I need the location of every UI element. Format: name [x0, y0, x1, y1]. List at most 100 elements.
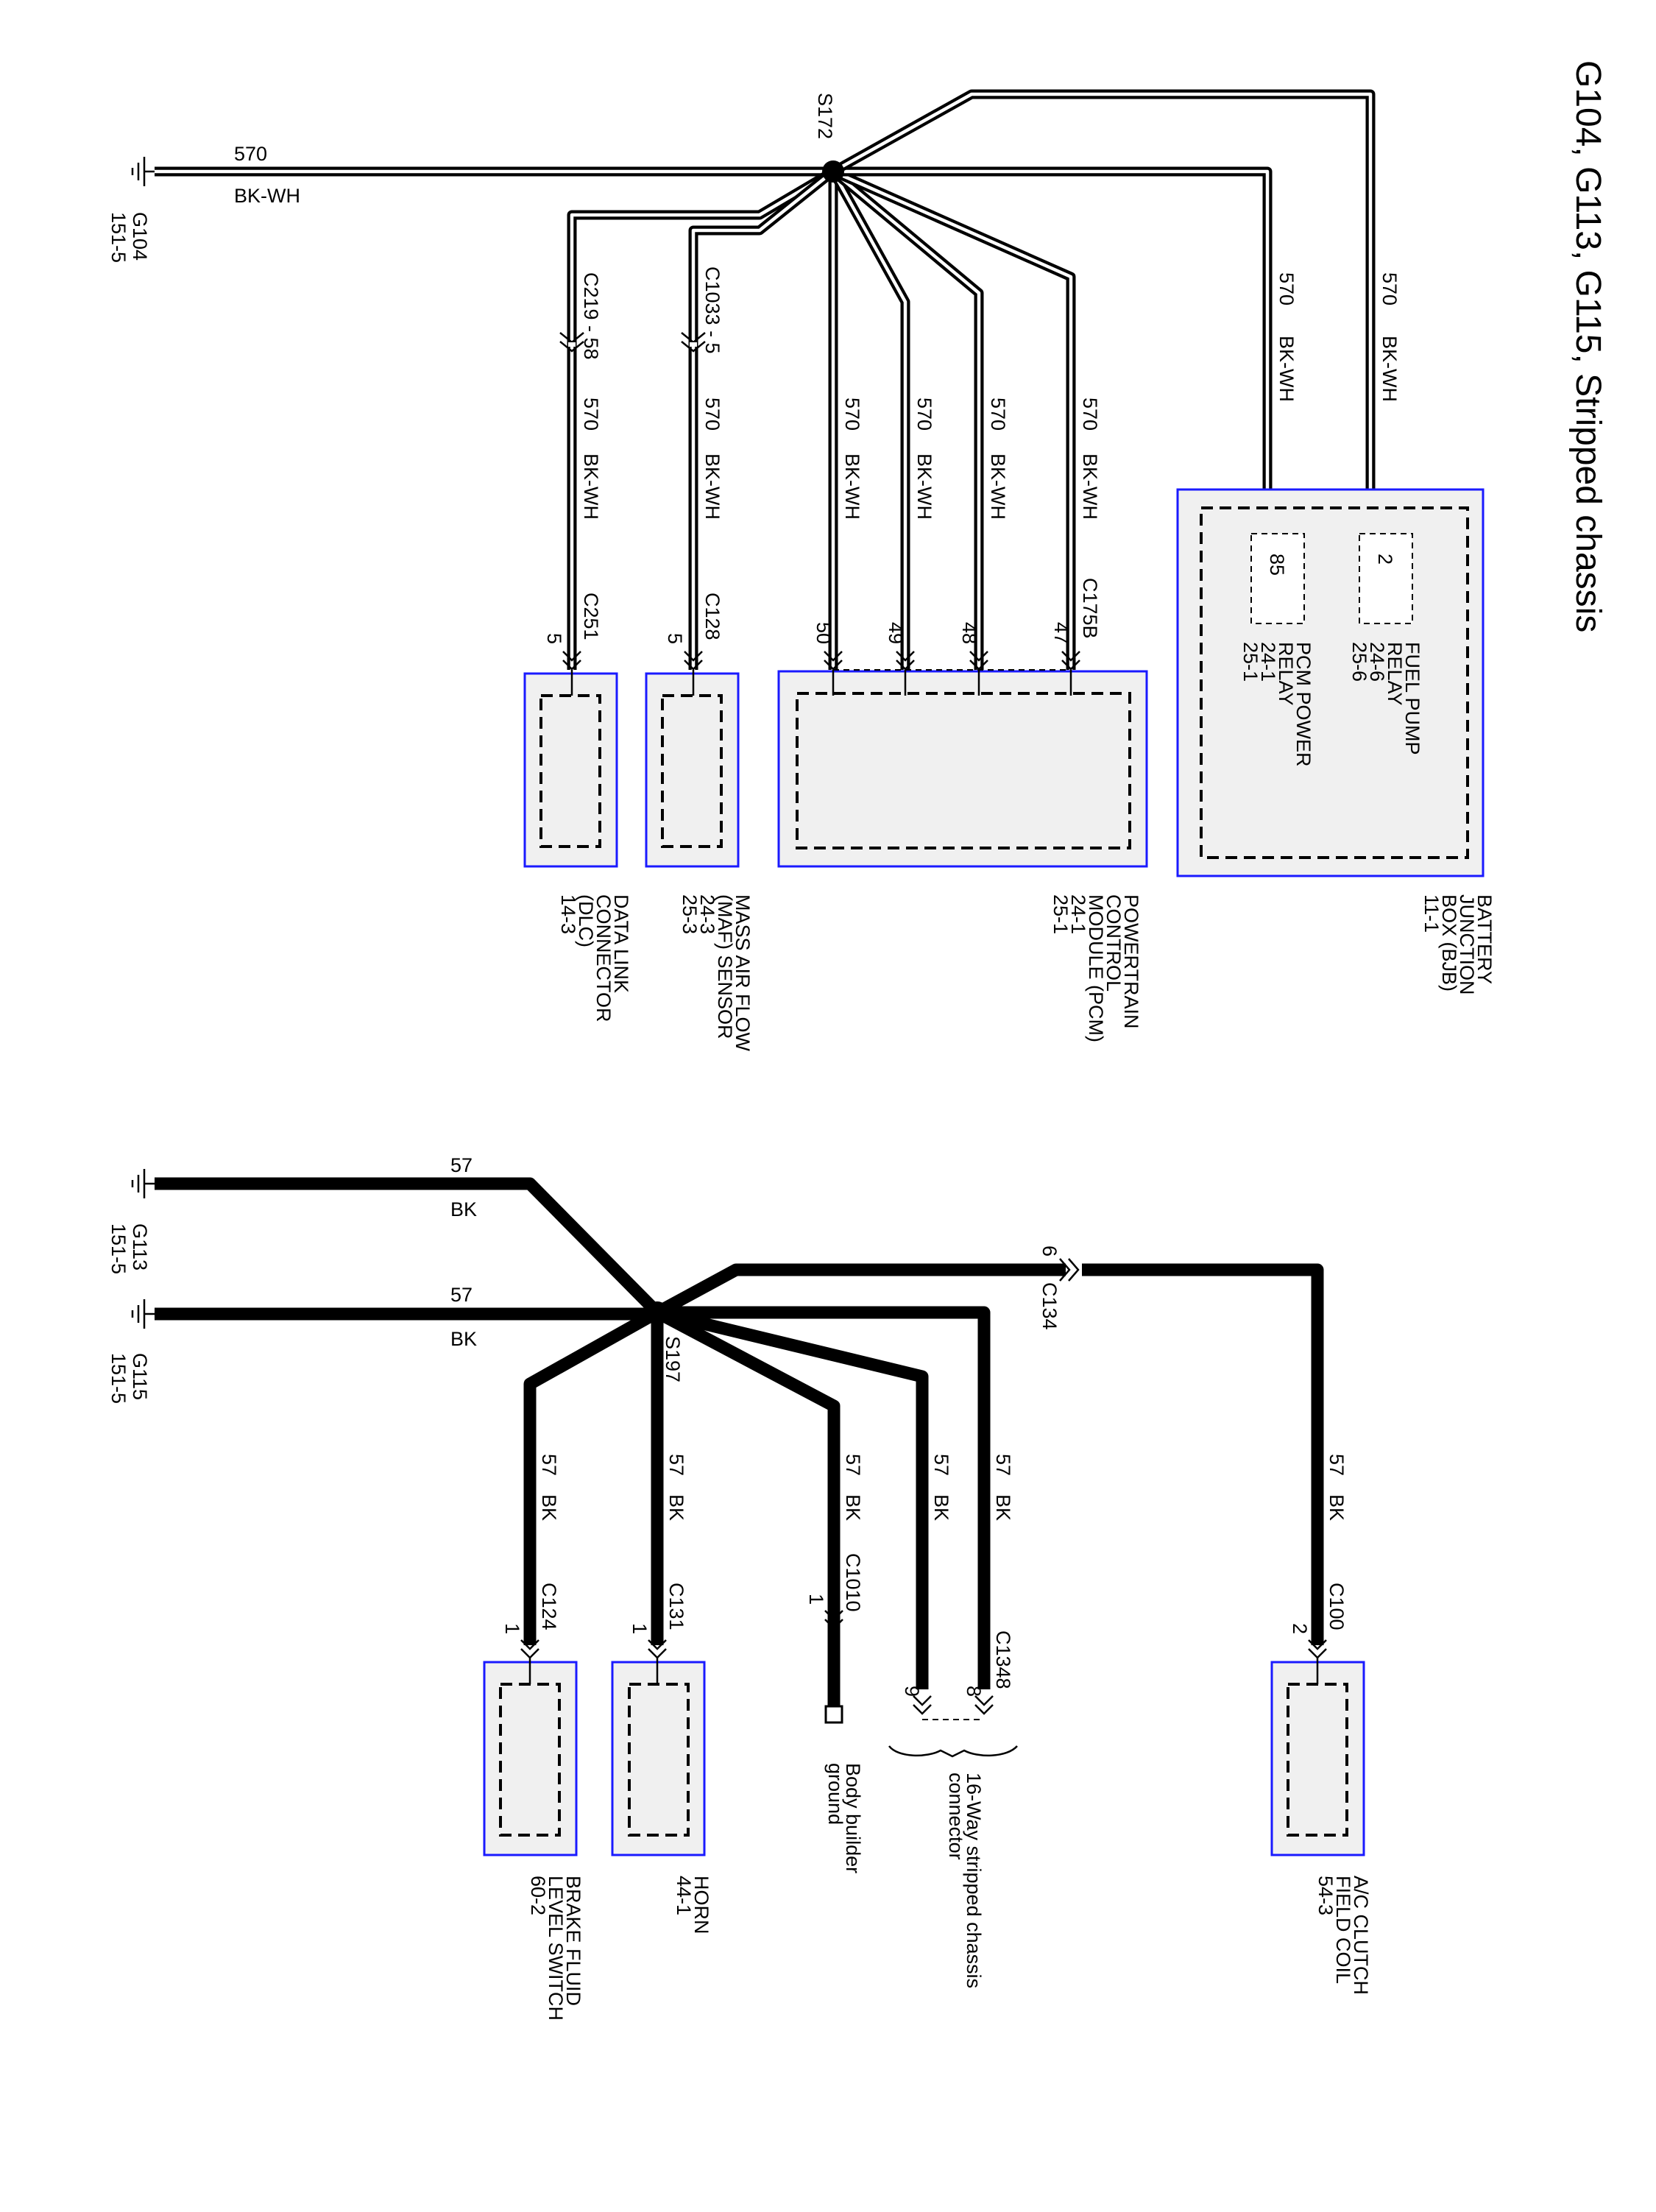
ground-label: G113 [129, 1223, 151, 1271]
splice-label: S172 [814, 93, 836, 139]
pcm-pin-label: 49 [885, 622, 907, 644]
maf-connector-label: C128 [701, 593, 723, 640]
bjb-name-line-4: 11-1 [1420, 894, 1443, 933]
pcm-power-relay-line-4: 25-1 [1239, 642, 1262, 682]
ground-page-ref: 151-5 [107, 212, 130, 263]
mass-air-flow-sensor [645, 670, 740, 868]
brake-name-line-1: BRAKE FLUID [562, 1876, 584, 2006]
battery-junction-box: 85 2 PCM POWER RELAY 24-1 25-1 FUEL PUMP… [1176, 488, 1485, 877]
ground-symbol-icon [131, 1169, 155, 1198]
horn-pin-label: 1 [629, 1623, 651, 1634]
bjb-pin-85-label: 85 [1266, 554, 1288, 576]
wire-color-label: BK-WH [1379, 336, 1401, 402]
wire-color-label: BK-WH [580, 453, 602, 520]
brake-pin-label: 1 [501, 1623, 523, 1634]
pcm-connector-label: C175B [1079, 578, 1101, 639]
brace-icon [888, 1745, 1018, 1758]
pcm-power-relay-line-3: 24-1 [1257, 642, 1279, 682]
inline-connector-c1033: C1033 - 5 [701, 266, 723, 354]
splice-s197 [646, 1301, 668, 1324]
horn-name-line-2: 44-1 [673, 1876, 695, 1915]
fuel-pump-relay-line-3: 24-6 [1366, 642, 1388, 682]
wire-color-label: BK-WH [841, 453, 863, 520]
brake-name-line-3: 60-2 [527, 1876, 549, 1915]
inline-connector-icon [681, 332, 706, 353]
inline-connector-icon [1059, 1258, 1080, 1282]
ac-name-line-1: A/C CLUTCH [1350, 1876, 1372, 1995]
wire-circuit-label: 57 [992, 1454, 1014, 1476]
pcm-name-line-1: POWERTRAIN [1120, 894, 1142, 1029]
pcm-power-relay-line-2: RELAY [1275, 642, 1297, 706]
dlc-name-line-2: CONNECTOR [592, 894, 615, 1022]
wire-color-label: BK-WH [987, 453, 1009, 520]
wire-circuit-label: 570 [841, 397, 863, 431]
connector-pin-icon [824, 1610, 843, 1630]
body-ground-terminal-icon [824, 1705, 843, 1724]
horn [611, 1658, 706, 1856]
wire-color-label: BK [1326, 1494, 1348, 1521]
bjb-name-line-1: BATTERY [1473, 894, 1496, 984]
fuel-pump-relay-line-2: RELAY [1384, 642, 1406, 706]
connector-pin-icon [562, 651, 581, 671]
connector-pin-icon [684, 651, 703, 671]
ground-page-ref: 151-5 [107, 1353, 130, 1404]
wire-circuit-label: 570 [580, 397, 602, 431]
splice-label: S197 [662, 1336, 684, 1382]
stripped-pin-label: 9 [901, 1686, 923, 1697]
wire-circuit-label: 57 [665, 1454, 687, 1476]
bjb-name-line-2: JUNCTION [1456, 894, 1478, 995]
wire-color-label: BK-WH [1079, 453, 1101, 520]
ac-clutch-field-coil [1270, 1658, 1365, 1856]
wire-color-label: BK [930, 1494, 952, 1521]
wire-circuit-label: 57 [1326, 1454, 1348, 1476]
bjb-name-line-3: BOX (BJB) [1438, 894, 1460, 992]
wire-circuit-label: 570 [1379, 272, 1401, 305]
ground-wire-circuit: 57 [450, 1284, 473, 1306]
wire-circuit-label: 570 [913, 397, 935, 431]
fuel-pump-relay-line-4: 25-6 [1348, 642, 1370, 682]
wire-circuit-label: 57 [538, 1454, 560, 1476]
ground-wire-color: BK-WH [234, 185, 300, 207]
body-name-line-2: ground [824, 1763, 846, 1825]
c134-pin-label: 6 [1038, 1245, 1061, 1257]
stripped-connector-label: C1348 [992, 1630, 1014, 1689]
pcm-pin-label: 50 [813, 622, 835, 644]
inline-connector-c219: C219 - 58 [580, 272, 602, 360]
wire-color-label: BK [665, 1494, 687, 1521]
dlc-pin-label: 5 [543, 633, 565, 644]
wire-circuit-label: 570 [1079, 397, 1101, 431]
ac-name-line-3: 54-3 [1314, 1876, 1337, 1915]
connector-pin-icon [824, 651, 1080, 671]
pcm-name-line-5: 25-1 [1050, 894, 1072, 934]
dlc-name-line-4: 14-3 [557, 894, 579, 934]
ground-page-ref: 151-5 [107, 1223, 130, 1274]
wire-circuit-label: 57 [842, 1454, 864, 1476]
lower-circuit: G113 151-5 G115 151-5 S197 57 BK 57 BK [107, 1154, 1372, 2021]
wire-circuit-label: 57 [930, 1454, 952, 1476]
brake-connector-label: C124 [538, 1583, 560, 1630]
body-connector-label: C1010 [842, 1553, 864, 1612]
body-name-line-1: Body builder [842, 1763, 864, 1873]
wire-color-label: BK [538, 1494, 560, 1521]
maf-pin-label: 5 [664, 633, 686, 644]
upper-circuit: G104 151-5 [107, 89, 1496, 1052]
maf-name-line-1: MASS AIR FLOW [732, 894, 754, 1052]
wire-circuit-label: 570 [701, 397, 723, 431]
pcm-pin-label: 47 [1050, 622, 1072, 644]
ground-wire-color: BK [450, 1328, 477, 1350]
pcm-pin-label: 48 [958, 622, 980, 644]
ground-label: G115 [129, 1353, 151, 1400]
fuel-pump-relay-line-1: FUEL PUMP [1401, 642, 1423, 755]
pcm-name-line-2: CONTROL [1103, 894, 1125, 992]
pcm-name-line-3: MODULE (PCM) [1085, 894, 1107, 1042]
horn-connector-label: C131 [665, 1583, 687, 1630]
ground-symbol-icon [131, 157, 155, 186]
wire-group-570 [155, 89, 1376, 670]
wire-group-57 [155, 1177, 1324, 1708]
stripped-name-line-1: 16-Way stripped chassis [963, 1773, 985, 1988]
horn-name-line-1: HORN [690, 1876, 712, 1934]
wire-circuit-label: 570 [1275, 272, 1298, 305]
bjb-pin-2 [1359, 533, 1413, 624]
bjb-pin-85 [1250, 533, 1305, 624]
wire-color-label: BK-WH [701, 453, 723, 520]
